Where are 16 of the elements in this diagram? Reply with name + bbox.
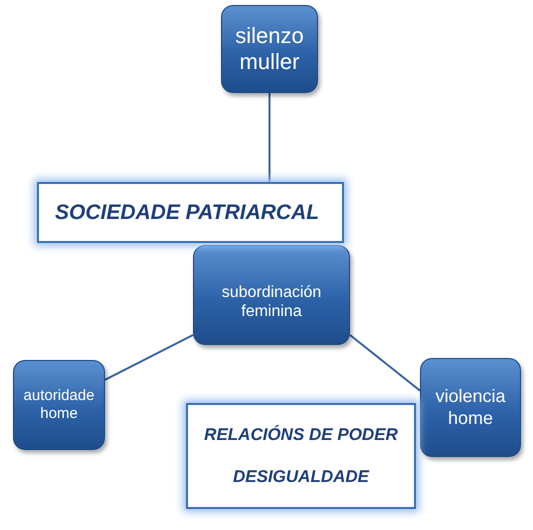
concept-label: autoridade home bbox=[22, 386, 96, 424]
connector-line bbox=[268, 93, 270, 182]
connector-line bbox=[349, 334, 421, 392]
heading-text: DESIGUALDADE bbox=[232, 466, 370, 488]
connector-line bbox=[104, 334, 194, 381]
concept-label: silenzo muller bbox=[234, 22, 305, 76]
highlight-box bbox=[37, 182, 344, 243]
concept-box bbox=[420, 358, 521, 457]
concept-box bbox=[193, 245, 350, 345]
highlight-box bbox=[186, 403, 416, 509]
heading-text: RELACIÓNS DE PODER bbox=[203, 424, 399, 446]
concept-box bbox=[13, 360, 105, 450]
concept-label: subordinación feminina bbox=[220, 282, 322, 322]
concept-label: violencia home bbox=[434, 384, 507, 430]
concept-box bbox=[221, 5, 318, 93]
heading-text: SOCIEDADE PATRIARCAL bbox=[54, 200, 320, 226]
